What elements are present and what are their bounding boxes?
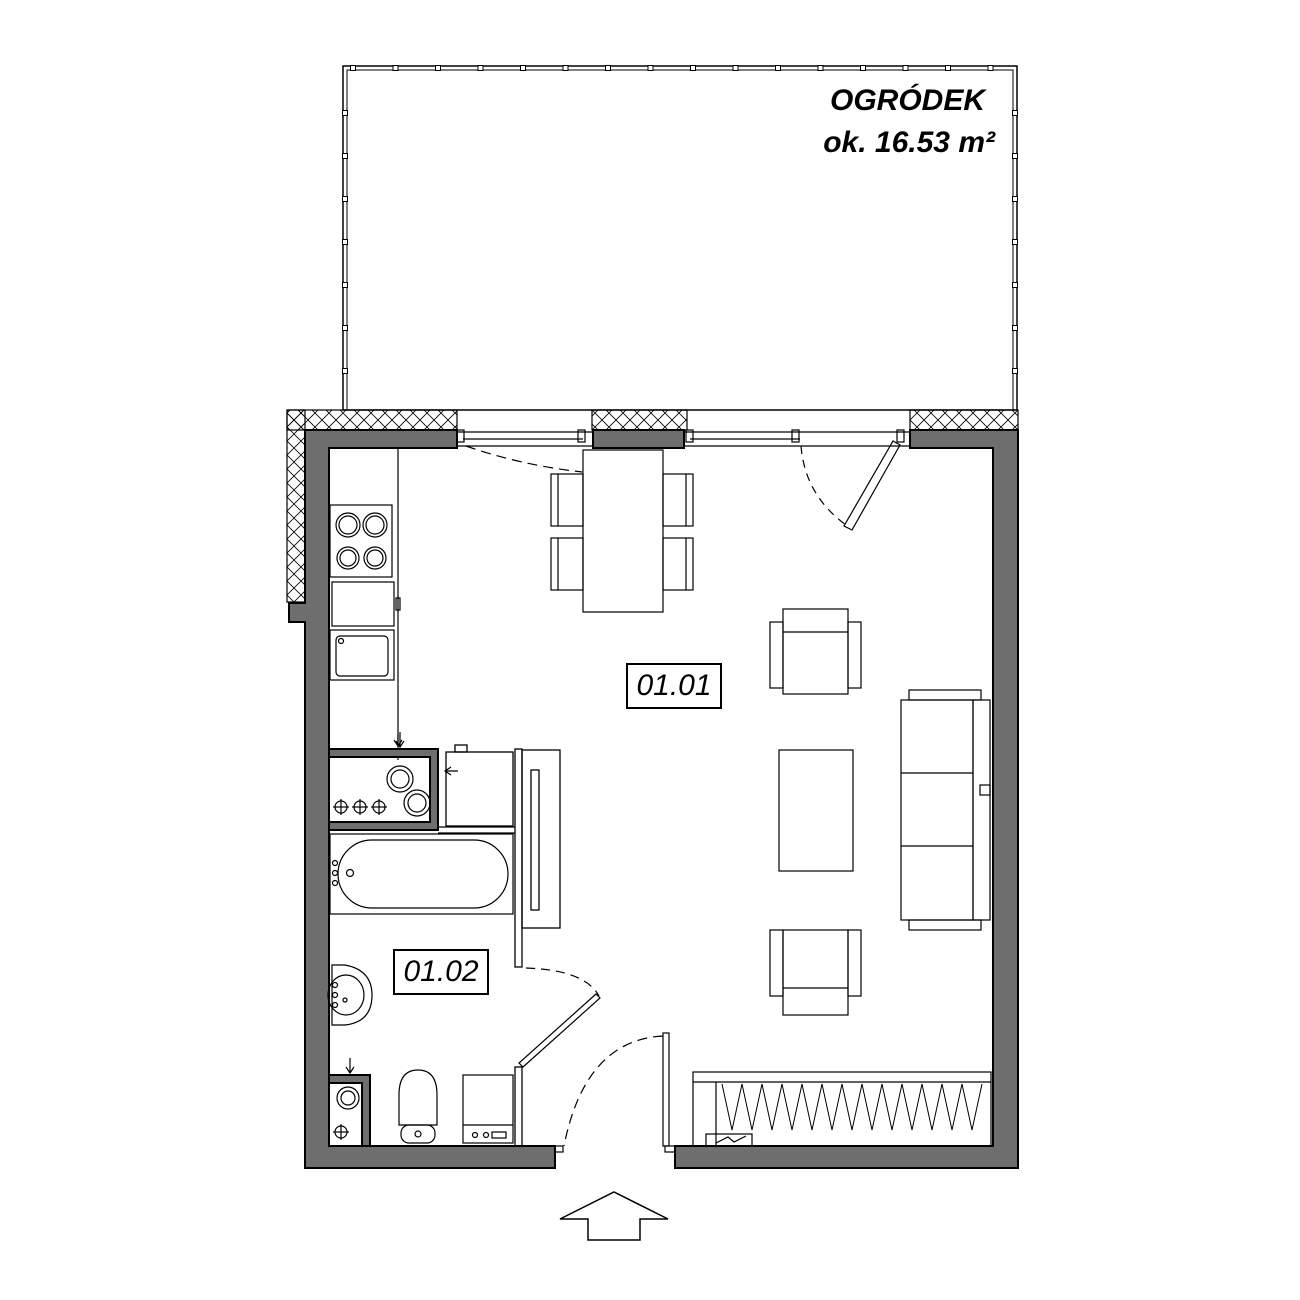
wardrobe — [692, 1071, 992, 1147]
north-windows — [456, 429, 910, 531]
fence-post — [342, 196, 348, 202]
fence-post — [342, 368, 348, 374]
bathroom-fixtures — [327, 833, 601, 1144]
fence-post — [477, 65, 484, 71]
fence-post — [690, 65, 696, 71]
fence-post — [1012, 239, 1018, 245]
fence-post — [342, 239, 348, 245]
room-bath-label-box — [393, 949, 489, 995]
fence-post — [1012, 153, 1018, 159]
garden-title: OGRÓDEK — [829, 84, 985, 117]
living-furniture — [769, 608, 991, 1016]
shaft-pipes — [333, 732, 458, 1140]
fence-post — [987, 65, 994, 71]
fence-post — [732, 65, 739, 71]
fence-post — [392, 65, 399, 71]
entrance-arrow-icon — [559, 1191, 669, 1241]
garden-fence-posts — [342, 65, 1018, 374]
entrance-door — [554, 1032, 676, 1153]
fence-post — [350, 65, 356, 71]
fence-post — [902, 65, 909, 71]
fence-post — [342, 325, 348, 331]
fence-post — [945, 65, 951, 71]
fence-post — [647, 65, 654, 71]
fence-post — [1012, 282, 1018, 288]
fence-post — [1012, 110, 1018, 116]
fence-post — [342, 153, 348, 159]
fence-post — [860, 65, 866, 71]
fence-post — [520, 65, 526, 71]
fence-post — [775, 65, 781, 71]
room-living-label-box — [626, 663, 722, 709]
fence-post — [562, 65, 569, 71]
dining-set — [550, 449, 694, 613]
fence-post — [435, 65, 441, 71]
shafts — [328, 748, 439, 1147]
fence-post — [1012, 368, 1018, 374]
kitchen — [329, 448, 403, 760]
fence-post — [1012, 325, 1018, 331]
fence-post — [342, 110, 348, 116]
room-number-bathroom: 01.02 — [403, 955, 479, 988]
fence-post — [1012, 196, 1018, 202]
insulation — [286, 409, 1019, 603]
garden-area-label: ok. 16.53 m² — [823, 126, 995, 159]
fence-post — [342, 282, 348, 288]
room-number-living: 01.01 — [636, 669, 712, 702]
bathroom-partitions — [438, 744, 561, 1147]
fence-post — [605, 65, 611, 71]
fence-post — [817, 65, 824, 71]
